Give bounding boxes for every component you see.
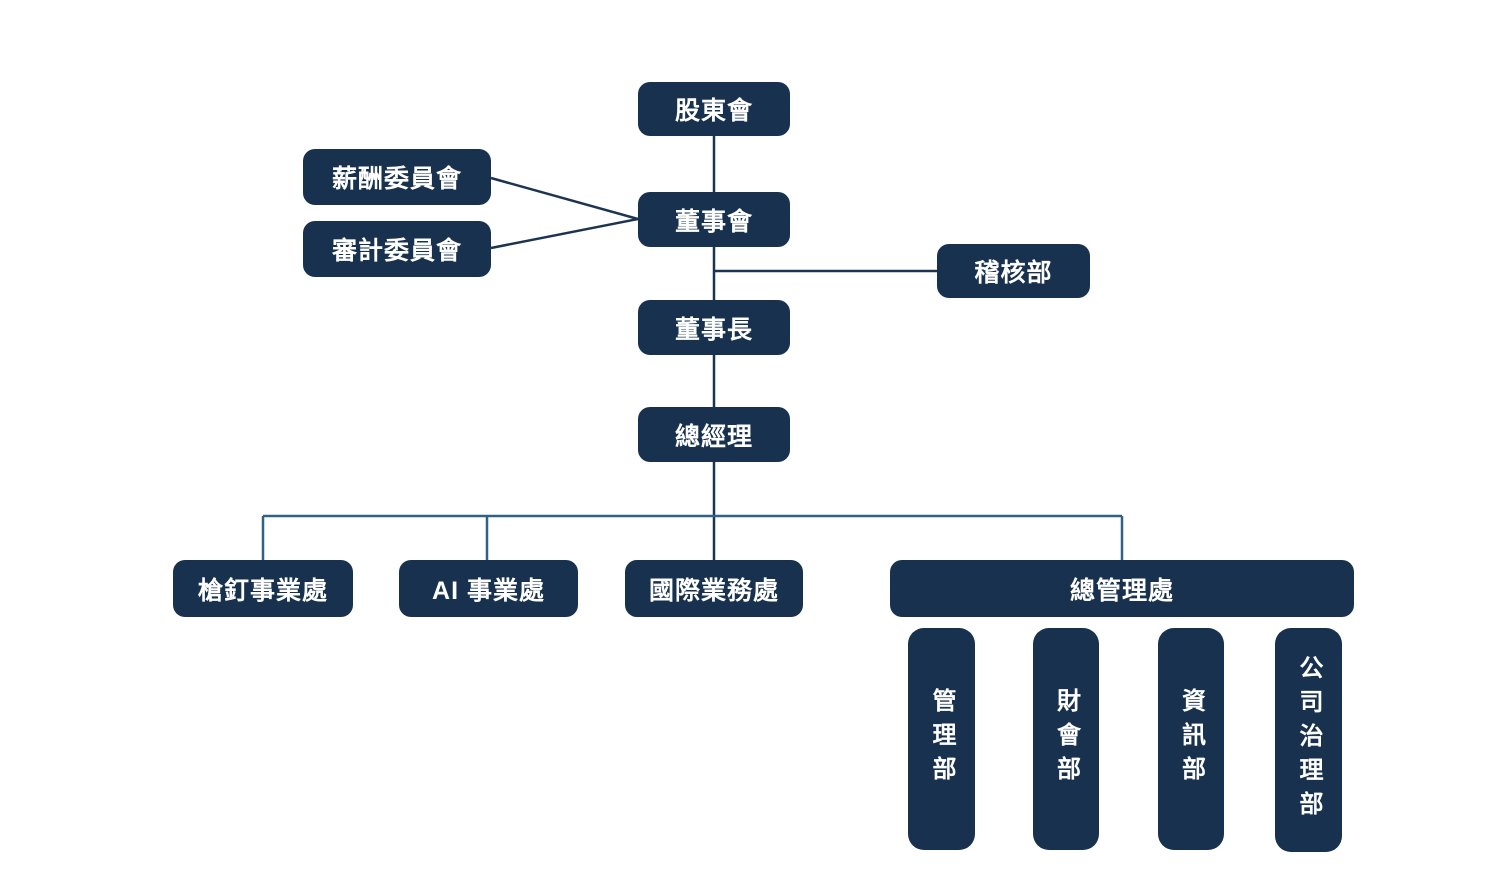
- node-audit-committee: 審計委員會: [303, 221, 491, 277]
- node-corporate-governance-department: 公司治理部: [1275, 628, 1342, 852]
- node-international-business-division: 國際業務處: [625, 560, 803, 617]
- node-board-of-directors: 董事會: [638, 192, 790, 247]
- node-label: 總經理: [674, 422, 753, 451]
- node-label: 董事會: [674, 207, 753, 236]
- node-label: 國際業務處: [648, 576, 779, 605]
- node-nail-business-division: 槍釘事業處: [173, 560, 353, 617]
- node-label: 稽核部: [974, 259, 1053, 287]
- node-management-department: 管理部: [908, 628, 975, 850]
- node-general-manager: 總經理: [638, 407, 790, 462]
- node-general-administration-division: 總管理處: [890, 560, 1354, 617]
- connector-auditcommittee-board: [490, 217, 639, 250]
- node-label: 管理部: [928, 688, 955, 790]
- node-label: 槍釘事業處: [197, 576, 328, 605]
- node-finance-accounting-department: 財會部: [1033, 628, 1099, 850]
- node-label: 審計委員會: [331, 237, 462, 265]
- node-label: 公司治理部: [1295, 655, 1322, 825]
- node-label: 總管理處: [1069, 576, 1174, 605]
- node-compensation-committee: 薪酬委員會: [303, 149, 491, 205]
- node-information-department: 資訊部: [1158, 628, 1224, 850]
- node-chairman: 董事長: [638, 300, 790, 355]
- connector-compensation-board: [490, 176, 639, 221]
- node-label: AI 事業處: [432, 576, 545, 605]
- node-audit-department: 稽核部: [937, 244, 1090, 298]
- node-label: 董事長: [674, 315, 753, 344]
- node-label: 薪酬委員會: [331, 165, 462, 193]
- node-label: 資訊部: [1177, 688, 1205, 790]
- node-shareholders-meeting: 股東會: [638, 82, 790, 136]
- node-label: 財會部: [1052, 688, 1080, 790]
- node-ai-business-division: AI 事業處: [399, 560, 578, 617]
- node-label: 股東會: [674, 97, 753, 125]
